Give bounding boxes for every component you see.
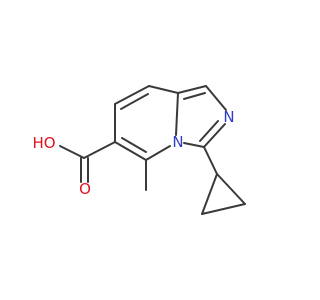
bond-c8a-c8: [148, 85, 179, 94]
bond-c8a-c1: [177, 85, 207, 94]
bond-c6-c5-inner: [121, 137, 147, 153]
bond-c3-cyclopropyl: [203, 146, 218, 175]
bond-c3-n4: [183, 142, 205, 148]
bond-cyclopropyl-b: [216, 173, 246, 205]
bond-cyclopropyl-c: [201, 203, 246, 215]
atom-label-n-imid: N: [223, 108, 234, 126]
atom-label-o-hydroxyl: HO: [32, 134, 55, 152]
bond-c5-n4: [145, 145, 171, 161]
atom-label-n-bridge: N: [172, 133, 183, 151]
bond-cyclopropyl-a: [201, 173, 218, 215]
structure-diagram: N N O HO: [32, 85, 246, 215]
bond-c6-c5: [114, 141, 147, 161]
molecule-drawing: N N O HO: [32, 85, 246, 215]
bond-c8a-c1-inner: [183, 92, 206, 100]
bond-ccooh-oh: [59, 145, 85, 159]
bond-c1-n2: [205, 85, 227, 111]
bond-n2-c3-inner: [199, 120, 219, 142]
bond-c8-c7-inner: [120, 93, 149, 110]
bond-n2-c3: [203, 123, 226, 148]
bond-c8-c7: [114, 85, 150, 105]
atom-label-o-carbonyl: O: [79, 180, 91, 198]
bond-n4-c8a: [175, 92, 179, 136]
bond-c6-ccooh: [83, 141, 116, 159]
